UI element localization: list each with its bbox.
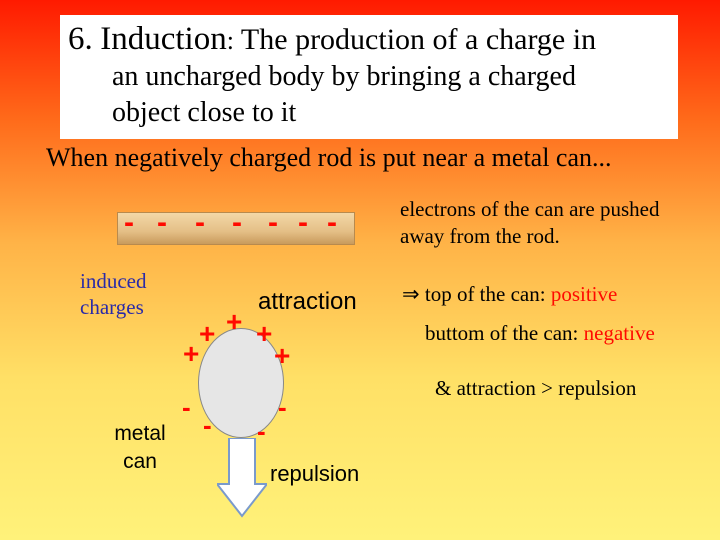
rod-charge: - — [157, 208, 167, 238]
title-colon: : — [227, 26, 234, 55]
induced-positive-charge: + — [274, 342, 290, 370]
attraction-label: attraction — [258, 288, 357, 316]
down-arrow-icon — [217, 438, 267, 518]
metal-label-line-1: metal — [95, 420, 185, 448]
description-line-1: electrons of the can are pushed — [400, 196, 659, 223]
title-line-3: object close to it — [68, 95, 670, 131]
title-definition: The production of a charge in — [234, 23, 596, 56]
description-line-2: away from the rod. — [400, 223, 560, 250]
bottom-charge-note: buttom of the can: negative — [425, 320, 655, 347]
title-term: Induction — [100, 21, 226, 57]
metal-can-label: metal can — [95, 420, 185, 476]
rod-charge: - — [124, 208, 134, 238]
bottom-charge-label: buttom of the can: — [425, 321, 584, 345]
rod-charge: - — [327, 208, 337, 238]
title-line-2: an uncharged body by bringing a charged — [68, 59, 670, 95]
subtitle: When negatively charged rod is put near … — [46, 143, 612, 173]
attraction-vs-repulsion-note: & attraction > repulsion — [435, 375, 636, 402]
induced-label-line-2: charges — [80, 294, 146, 320]
bottom-charge-value: negative — [584, 321, 655, 345]
repulsion-label: repulsion — [270, 461, 359, 487]
induced-negative-charge: - — [182, 394, 191, 420]
title-number: 6. — [68, 21, 93, 57]
induced-positive-charge: + — [226, 308, 242, 336]
induced-label-line-1: induced — [80, 268, 146, 294]
induced-positive-charge: + — [199, 320, 215, 348]
induced-negative-charge: - — [203, 412, 212, 438]
down-arrow-shape — [217, 438, 267, 516]
rod-charge: - — [268, 208, 278, 238]
top-charge-label: top of the can: — [420, 282, 551, 306]
metal-label-line-2: can — [95, 448, 185, 476]
induced-charges-label: induced charges — [80, 268, 146, 320]
title-line-1: 6. Induction: The production of a charge… — [68, 21, 670, 59]
induced-positive-charge: + — [183, 340, 199, 368]
rod-charge: - — [232, 208, 242, 238]
top-charge-value: positive — [551, 282, 618, 306]
top-charge-note: ⇒ top of the can: positive — [402, 281, 617, 308]
induced-negative-charge: - — [278, 394, 287, 420]
rod-charge: - — [195, 208, 205, 238]
implies-symbol: ⇒ — [402, 282, 420, 306]
rod-charge: - — [298, 208, 308, 238]
title-box: 6. Induction: The production of a charge… — [60, 15, 678, 139]
induced-positive-charge: + — [256, 320, 272, 348]
